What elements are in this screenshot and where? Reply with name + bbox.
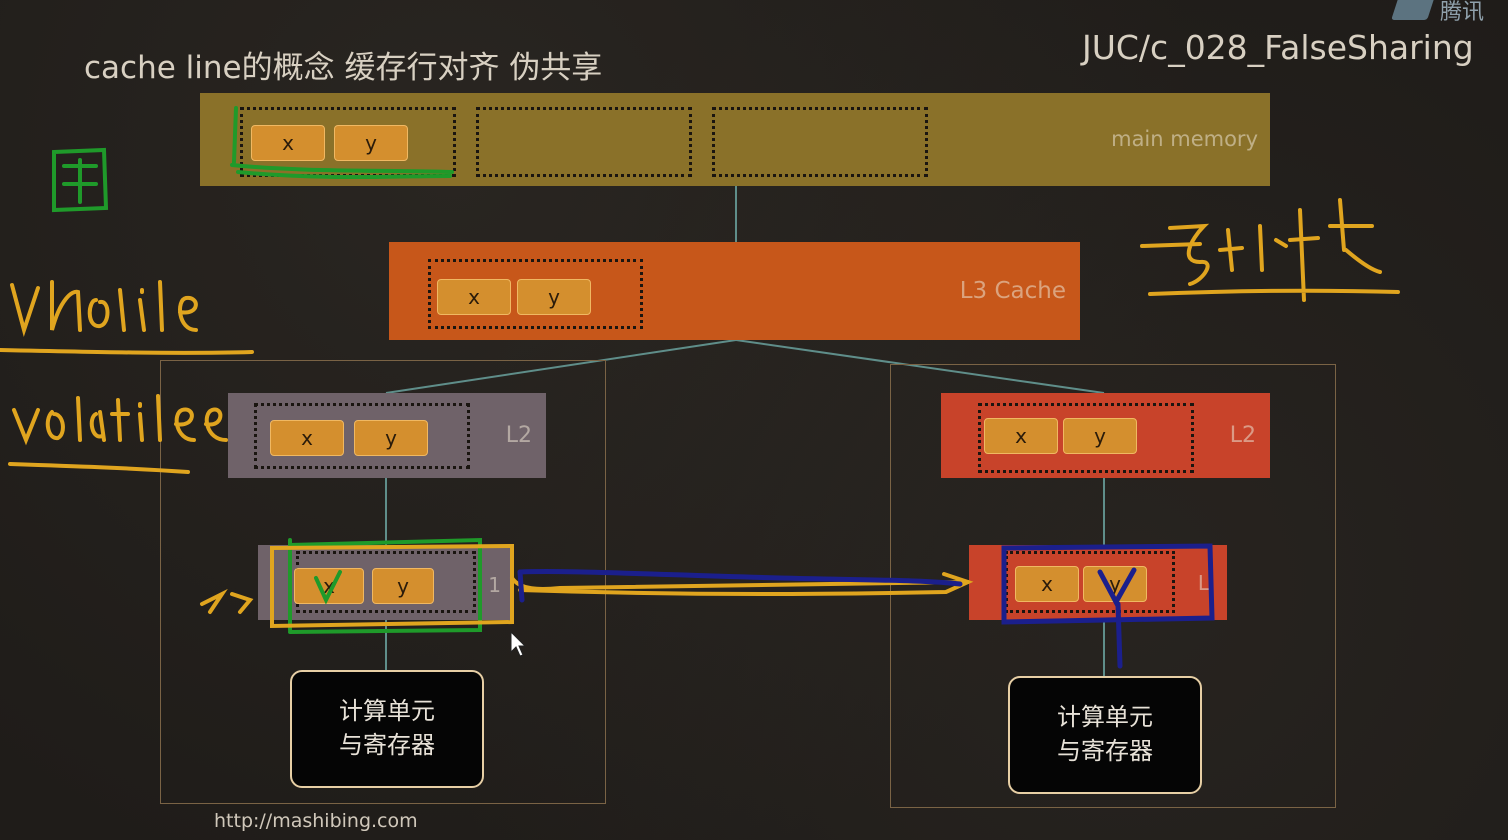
main-memory-label: main memory xyxy=(1111,127,1258,151)
cache-line-box xyxy=(428,259,643,329)
main-memory-bar: x y main memory xyxy=(200,93,1270,186)
slide-title: cache line的概念 缓存行对齐 伪共享 xyxy=(84,50,603,86)
left-compute-unit-line1: 计算单元 xyxy=(339,697,435,725)
memory-var-y: y xyxy=(334,125,408,161)
project-name: JUC/c_028_FalseSharing xyxy=(1082,28,1474,67)
brand-text: 腾讯 xyxy=(1440,0,1485,25)
right-l2-var-x: x xyxy=(984,418,1058,454)
l3-var-y: y xyxy=(517,279,591,315)
left-l1-cache-bar: x y 1 xyxy=(258,545,513,620)
left-l2-var-y: y xyxy=(354,420,428,456)
right-l1-var-x: x xyxy=(1015,566,1079,602)
right-l1-cache-bar: x y L xyxy=(969,545,1227,620)
tencent-logo-icon xyxy=(1391,0,1437,20)
l3-var-x: x xyxy=(437,279,511,315)
left-l1-var-y: y xyxy=(372,568,434,604)
left-l2-label: L2 xyxy=(505,423,532,448)
left-l2-cache-bar: x y L2 xyxy=(228,393,546,478)
right-compute-unit-line1: 计算单元 xyxy=(1057,703,1153,731)
right-compute-unit-line2: 与寄存器 xyxy=(1057,737,1153,765)
right-l2-var-y: y xyxy=(1063,418,1137,454)
l3-cache-label: L3 Cache xyxy=(959,278,1066,304)
left-l1-var-x: x xyxy=(294,568,364,604)
right-l2-label: L2 xyxy=(1229,423,1256,448)
cache-line-box xyxy=(254,403,470,469)
left-compute-unit-line2: 与寄存器 xyxy=(339,731,435,759)
left-compute-unit: 计算单元 与寄存器 xyxy=(290,670,484,788)
right-l1-label: L xyxy=(1197,571,1209,595)
l3-cache-bar: x y L3 Cache xyxy=(389,242,1080,340)
right-l1-var-y: y xyxy=(1083,566,1147,602)
cache-line-box xyxy=(712,107,928,177)
footer-url: http://mashibing.com xyxy=(214,810,418,832)
cache-line-box xyxy=(476,107,692,177)
right-l2-cache-bar: x y L2 xyxy=(941,393,1270,478)
right-compute-unit: 计算单元 与寄存器 xyxy=(1008,676,1202,794)
memory-var-x: x xyxy=(251,125,325,161)
left-l2-var-x: x xyxy=(270,420,344,456)
cache-line-box xyxy=(978,403,1194,473)
left-l1-label: 1 xyxy=(488,573,501,597)
